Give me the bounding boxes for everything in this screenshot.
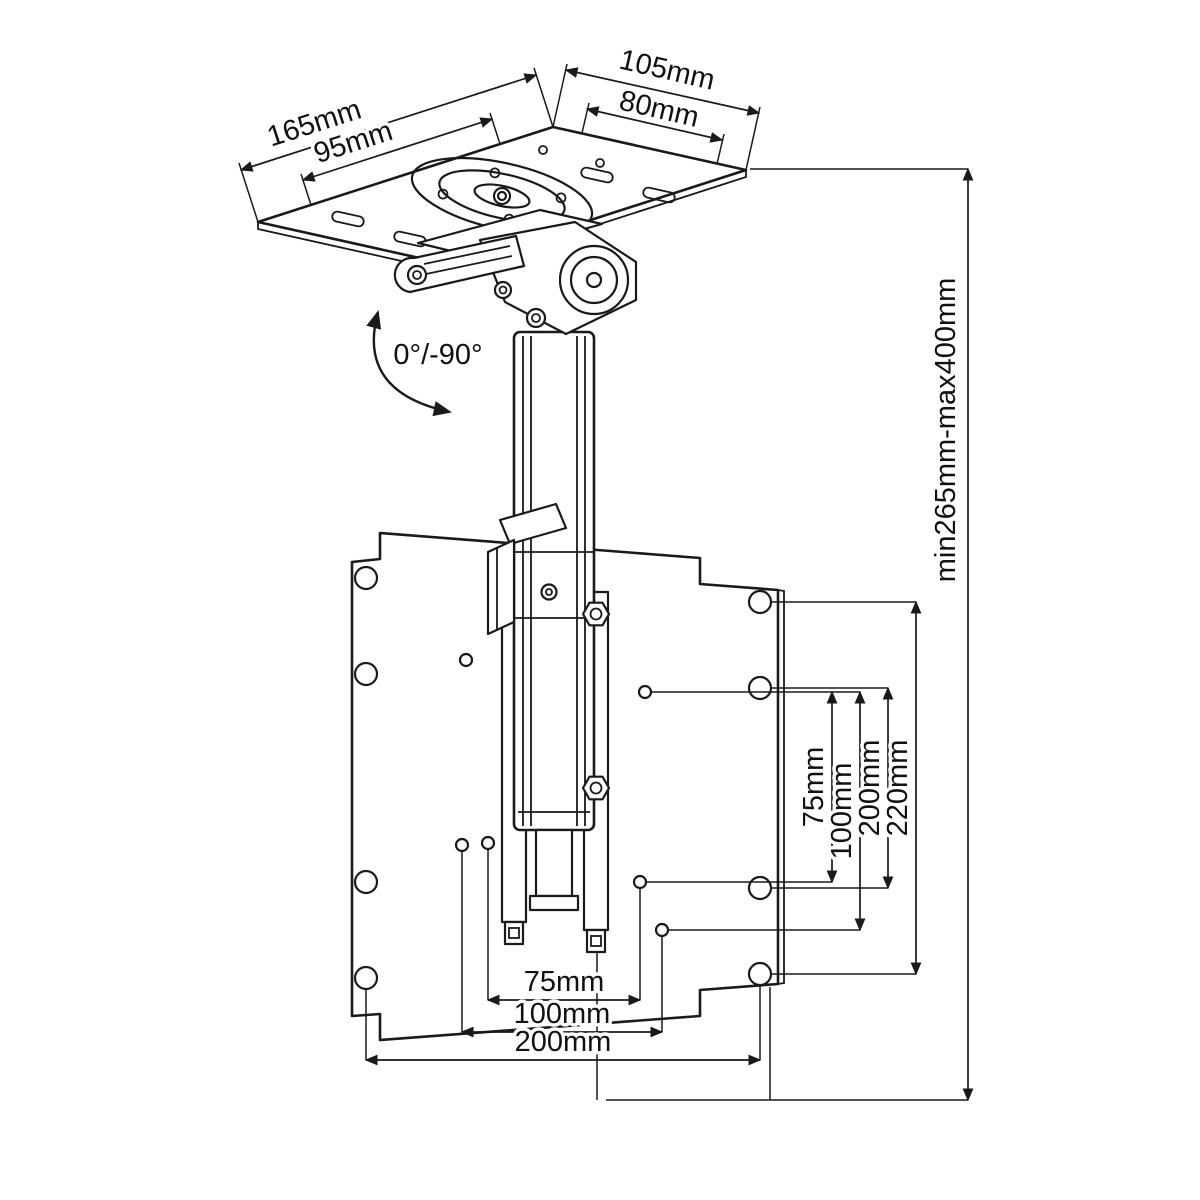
plate-hole	[353, 965, 379, 991]
plate-hole	[353, 869, 379, 895]
dimension-vesa-v-75	[646, 690, 860, 884]
tilt-range-label: 0°/-90°	[393, 339, 482, 371]
telescopic-column	[512, 330, 596, 912]
vesa-hole-small	[458, 652, 474, 668]
clamp-lever	[498, 502, 568, 546]
dim-label-vesa-h-100: 100mm	[514, 998, 611, 1030]
mid-bolt	[493, 280, 513, 300]
dimension-vesa-h-100	[460, 851, 664, 1038]
plate-hole	[353, 565, 379, 591]
hex-bolt	[581, 775, 611, 801]
plate-hole	[747, 875, 773, 901]
plate-hole	[353, 661, 379, 687]
pivot-bolt	[525, 307, 547, 329]
clamp-bolt	[540, 583, 558, 601]
dimension-vesa-h-200	[364, 985, 762, 1066]
dim-label-vesa-h-200: 200mm	[515, 1026, 612, 1058]
dim-label-height-range: min265mm-max400mm	[930, 278, 962, 583]
rail-bolts	[581, 601, 611, 801]
plate-slot	[580, 166, 614, 184]
vesa-hole-small	[454, 837, 470, 853]
plate-hole	[747, 961, 773, 987]
tilt-arrow	[366, 310, 452, 417]
rail-left-tab	[503, 920, 525, 946]
rail-left-slot	[508, 927, 520, 939]
rail-right-tab	[585, 928, 607, 954]
vesa-hole-small	[654, 922, 670, 938]
hinge-assembly	[393, 208, 638, 336]
plate-hole-small	[595, 158, 605, 168]
dim-label-plate-height: 220mm	[882, 740, 914, 837]
clamp-block	[486, 538, 516, 636]
hex-bolt	[581, 601, 611, 627]
locking-clamp	[486, 502, 594, 636]
plate-hole	[747, 589, 773, 615]
vesa-hole-small	[632, 874, 648, 890]
plate-slot	[642, 186, 676, 204]
dimension-vesa-h-75	[486, 849, 642, 1006]
plate-hole-small	[538, 145, 548, 155]
dimension-height-range	[596, 167, 974, 1102]
inner-tube	[534, 828, 574, 898]
plate-slot	[331, 210, 365, 228]
dimension-plate-width	[552, 63, 761, 171]
dim-label-plate-slot-width: 80mm	[616, 85, 702, 134]
dim-label-vesa-v-100: 100mm	[826, 763, 858, 860]
dimension-plate-height	[771, 600, 922, 976]
dimension-plate-slot-width	[581, 102, 725, 165]
vesa-hole-small	[637, 684, 653, 700]
dim-label-vesa-v-75: 75mm	[798, 747, 830, 828]
dimension-vesa-v-100	[668, 690, 866, 932]
plate-hole	[747, 675, 773, 701]
dimension-vesa-v-200	[771, 686, 894, 890]
vesa-hole-small	[480, 835, 496, 851]
dim-label-vesa-v-200: 200mm	[854, 740, 886, 837]
column-foot	[528, 894, 580, 912]
dim-label-vesa-h-75: 75mm	[524, 966, 605, 998]
dimension-plate-slot-depth	[300, 112, 501, 206]
arm-bolt	[406, 264, 428, 286]
rail-right-slot	[590, 935, 602, 947]
